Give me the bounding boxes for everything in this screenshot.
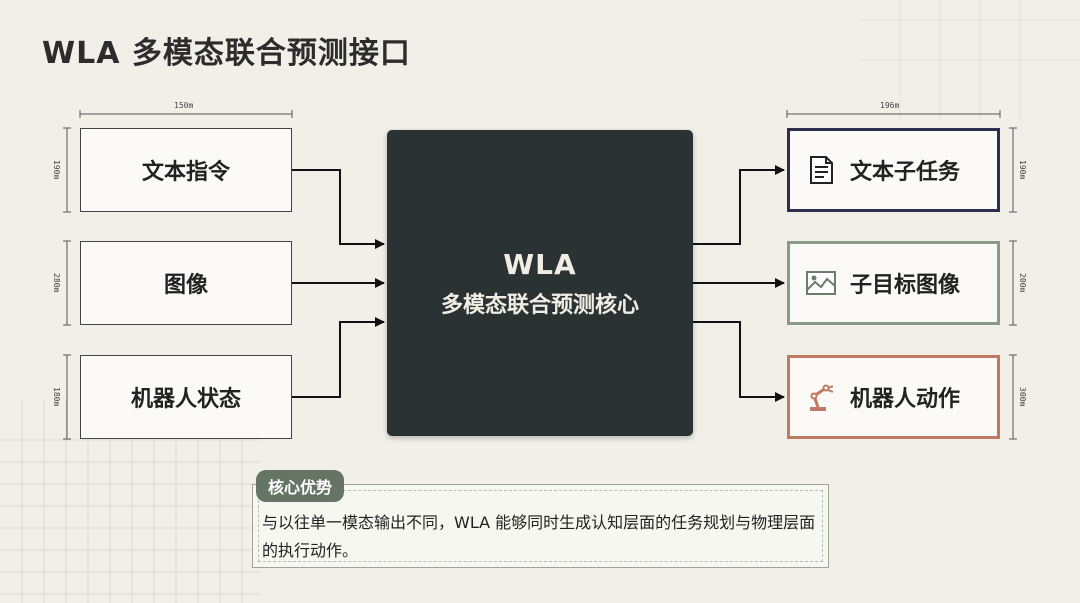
callout-inner-border: [258, 490, 823, 562]
output-box-robot-action: 机器人动作: [787, 355, 1000, 439]
core-subtitle: 多模态联合预测核心: [440, 292, 639, 318]
input-box-robot-state: 机器人状态: [80, 355, 292, 439]
arrow-robot-state-to-core: [292, 317, 385, 398]
input-dim-label-2: 280m: [52, 273, 61, 293]
output-box-text-subtask: 文本子任务: [787, 128, 1000, 212]
input-box-image: 图像: [80, 241, 292, 325]
callout-tag: 核心优势: [256, 470, 345, 502]
advantage-callout: [252, 484, 829, 568]
output-dim-label-3: 300m: [1018, 387, 1027, 407]
output-label: 子目标图像: [850, 273, 961, 298]
callout-text: 与以往单一模态输出不同，WLA 能够同时生成认知层面的任务规划与物理层面的执行动…: [262, 513, 816, 560]
input-dim-label-3: 180m: [52, 387, 61, 407]
arrow-core-to-text-subtask: [693, 165, 785, 245]
input-width-dim-label: 150m: [174, 101, 194, 110]
wla-core-box: WLA 多模态联合预测核心: [387, 130, 693, 436]
output-label: 机器人动作: [850, 387, 961, 412]
arrow-core-to-robot-action: [693, 321, 785, 402]
page-title: WLA 多模态联合预测接口: [42, 36, 411, 71]
input-dim-label-1: 190m: [52, 160, 61, 180]
input-label: 图像: [163, 273, 208, 298]
output-width-dim-label: 196m: [880, 101, 900, 110]
image-icon: [804, 266, 838, 300]
document-icon: [804, 153, 838, 187]
output-box-subgoal-image: 子目标图像: [787, 241, 1000, 325]
input-label: 机器人状态: [130, 387, 241, 412]
input-box-text-instruction: 文本指令: [80, 128, 292, 212]
input-label: 文本指令: [141, 160, 230, 185]
output-dim-label-1: 190m: [1018, 160, 1027, 180]
output-label: 文本子任务: [850, 160, 961, 185]
robot-arm-icon: [804, 380, 838, 414]
arrow-text-instruction-to-core: [292, 169, 385, 249]
output-dim-label-2: 200m: [1018, 273, 1027, 293]
core-title: WLA: [503, 247, 577, 281]
